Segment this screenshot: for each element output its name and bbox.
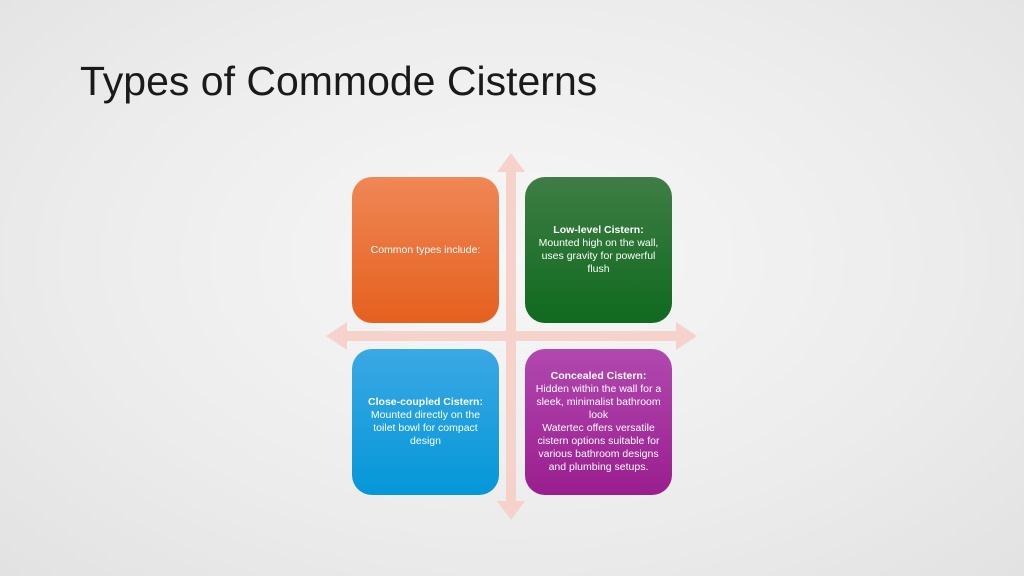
- arrow-up-icon: [497, 153, 525, 172]
- quadrant-text: Mounted high on the wall, uses gravity f…: [538, 237, 659, 275]
- arrow-left-icon: [326, 322, 347, 350]
- quadrant-text: Common types include:: [370, 243, 481, 256]
- slide-title: Types of Commode Cisterns: [80, 58, 598, 104]
- arrow-down-icon: [497, 501, 525, 520]
- quadrant-extra-text: Watertec offers versatile cistern option…: [537, 422, 660, 473]
- quadrant-text: Mounted directly on the toilet bowl for …: [370, 409, 481, 447]
- arrow-right-icon: [676, 322, 697, 350]
- quadrant-common-types: Common types include:: [352, 177, 499, 323]
- quadrant-low-level-cistern: Low-level Cistern: Mounted high on the w…: [525, 177, 672, 323]
- quadrant-heading: Low-level Cistern:: [553, 224, 644, 236]
- quadrant-close-coupled-cistern: Close-coupled Cistern: Mounted directly …: [352, 349, 499, 495]
- quadrant-text: Hidden within the wall for a sleek, mini…: [535, 383, 662, 421]
- quadrant-concealed-cistern: Concealed Cistern: Hidden within the wal…: [525, 349, 672, 495]
- horizontal-axis: [345, 331, 678, 341]
- quadrant-heading: Concealed Cistern:: [550, 370, 647, 382]
- quadrant-heading: Close-coupled Cistern:: [368, 396, 483, 408]
